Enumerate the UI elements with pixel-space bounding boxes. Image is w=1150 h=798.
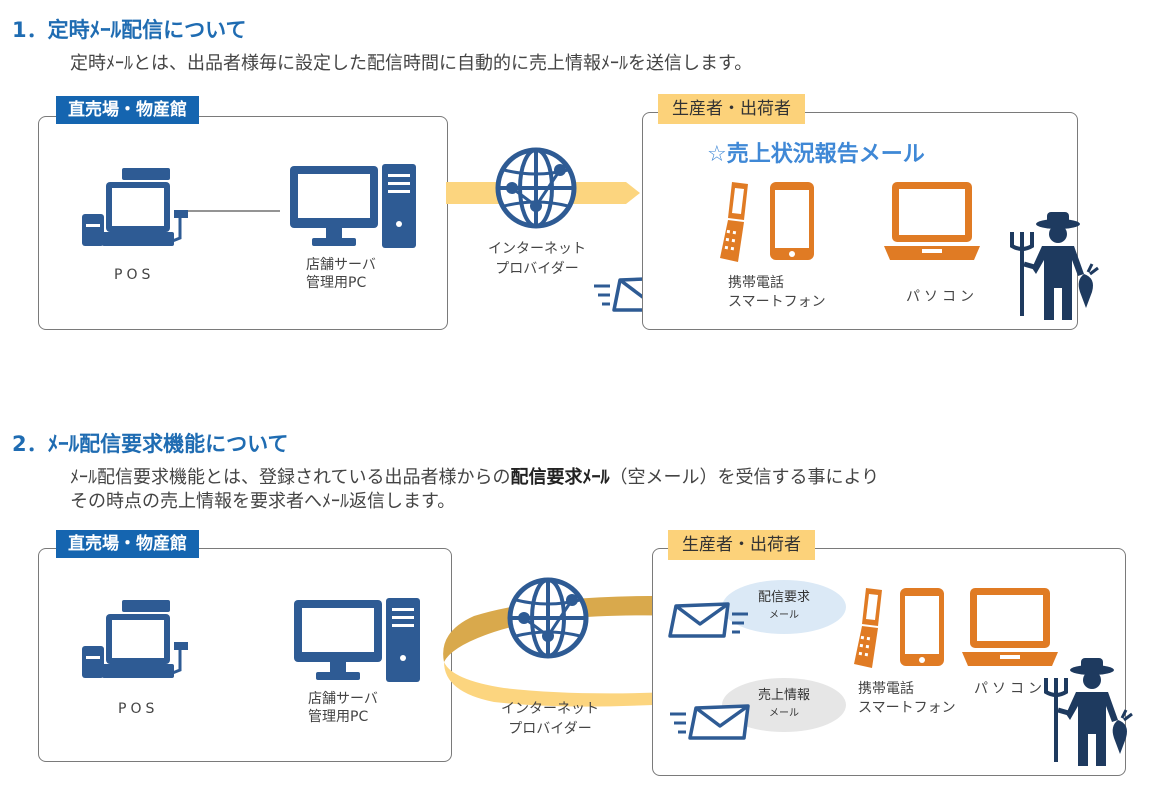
section2-description-line1: ﾒｰﾙ配信要求機能とは、登録されている出品者様からの配信要求ﾒｰﾙ（空メール）を… [70, 466, 879, 490]
phone-label-1a: 携帯電話 [728, 275, 784, 291]
server-label-2a: 店舗サーバ [308, 691, 378, 707]
request-mail-bubble: 配信要求 メール [722, 580, 846, 634]
server-label-2b: 管理用PC [308, 709, 369, 725]
smartphone-icon [770, 182, 814, 260]
provider-label-2b: プロバイダー [508, 721, 592, 737]
section2-desc-bold: 配信要求ﾒｰﾙ [510, 467, 610, 488]
phone-label-2a: 携帯電話 [858, 681, 914, 697]
reply-mail-envelope-icon [670, 704, 750, 740]
pos-terminal-icon [82, 600, 188, 678]
globe-icon [507, 577, 589, 659]
section1-heading: 1．定時ﾒｰﾙ配信について [12, 18, 247, 42]
phone-label-1b: スマートフォン [728, 294, 826, 310]
pos-terminal-icon [82, 168, 188, 246]
globe-icon [495, 147, 577, 229]
store-tag-2: 直売場・物産館 [56, 530, 199, 558]
server-pc-icon [290, 164, 416, 248]
pc-label-2: パソコン [974, 681, 1046, 697]
smartphone-icon [900, 588, 944, 666]
sales-report-title: ☆売上状況報告メール [707, 142, 925, 167]
laptop-icon [884, 182, 980, 260]
producer-tag-2: 生産者・出荷者 [668, 530, 815, 560]
phone-label-2b: スマートフォン [858, 700, 956, 716]
reply-bubble-line2: メール [769, 708, 799, 719]
section2-desc-pre: ﾒｰﾙ配信要求機能とは、登録されている出品者様からの [70, 467, 511, 488]
section1-description: 定時ﾒｰﾙとは、出品者様毎に設定した配信時間に自動的に売上情報ﾒｰﾙを送信します… [70, 53, 753, 74]
provider-label-1a: インターネット [488, 241, 586, 257]
reply-bubble-line1: 売上情報 [757, 688, 810, 703]
section2-description-line2: その時点の売上情報を要求者へﾒｰﾙ返信します。 [70, 491, 456, 512]
request-bubble-line2: メール [769, 610, 799, 621]
provider-label-2a: インターネット [501, 701, 599, 717]
server-label-1a: 店舗サーバ [306, 257, 376, 273]
request-mail-envelope-icon [668, 602, 748, 638]
section2-desc-post: （空メール）を受信する事により [609, 467, 880, 488]
producer-panel-1 [642, 112, 1078, 330]
server-pc-icon [294, 598, 420, 682]
farmer-icon [1010, 212, 1099, 320]
section2-heading: 2．ﾒｰﾙ配信要求機能について [12, 432, 289, 456]
request-bubble-line1: 配信要求 [757, 590, 810, 605]
flip-phone-icon [720, 182, 748, 262]
pos-label-2: POS [118, 701, 159, 717]
flip-phone-icon [854, 588, 882, 668]
farmer-icon [1044, 658, 1133, 766]
provider-label-1b: プロバイダー [495, 261, 579, 277]
pc-label-1: パソコン [906, 289, 978, 305]
laptop-icon [962, 588, 1058, 666]
server-label-1b: 管理用PC [306, 275, 367, 291]
store-tag-1: 直売場・物産館 [56, 96, 199, 124]
pos-label-1: POS [114, 267, 155, 283]
producer-tag-1: 生産者・出荷者 [658, 94, 805, 124]
pos-cable [188, 210, 280, 212]
round-trip-arrows [443, 595, 690, 712]
